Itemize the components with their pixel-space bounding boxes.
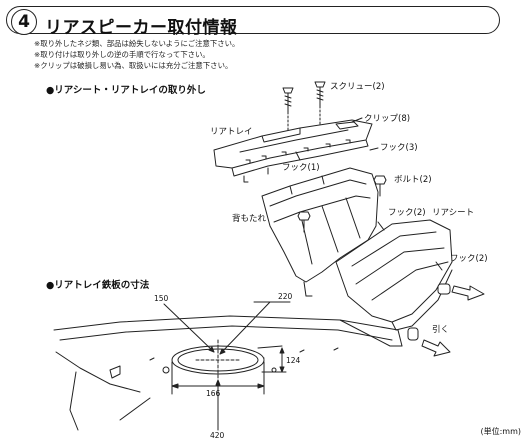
tray-steel-plate-illustration — [53, 301, 403, 431]
note-item: ※クリップは破損し易い為、取扱いには充分ご注意下さい。 — [34, 61, 233, 70]
label-hook-2b: フック(2) — [450, 254, 488, 264]
label-backrest: 背もたれ — [232, 214, 267, 224]
step-number-badge: 4 — [11, 9, 37, 35]
dimension-220: 220 — [278, 292, 293, 301]
label-rear-seat: リアシート — [432, 208, 475, 218]
page-title: リアスピーカー取付情報 — [45, 18, 238, 38]
label-pull: 引く — [432, 325, 450, 335]
removal-section-title: ●リアシート・リアトレイの取り外し — [46, 85, 206, 96]
unit-label: (単位:mm) — [480, 427, 521, 436]
note-item: ※取り外したネジ類、部品は紛失しないようにご注意下さい。 — [34, 39, 240, 48]
screw-icon — [282, 87, 294, 113]
screw-icon — [314, 81, 326, 107]
section-header: 4 リアスピーカー取付情報 — [6, 6, 500, 38]
note-item: ※取り付けは取り外しの逆の手順で行なって下さい。 — [34, 50, 210, 59]
pull-arrow-icon — [451, 285, 485, 301]
label-rear-tray: リアトレイ — [210, 127, 253, 137]
dimension-section-title: ●リアトレイ鉄板の寸法 — [46, 280, 150, 291]
label-hook-2a: フック(2) — [388, 208, 426, 218]
dimension-420: 420 — [210, 431, 225, 440]
dimension-124: 124 — [286, 356, 301, 365]
backrest-illustration — [261, 167, 379, 297]
bolt-icon — [373, 175, 387, 197]
bolt-icon — [297, 211, 311, 233]
label-bolt-2: ボルト(2) — [394, 175, 432, 185]
caution-notes: ※取り外したネジ類、部品は紛失しないようにご注意下さい。 ※取り付けは取り外しの… — [34, 38, 239, 71]
label-clip: クリップ(8) — [364, 114, 411, 124]
label-hook-3: フック(3) — [380, 143, 418, 153]
dimension-166: 166 — [206, 389, 221, 398]
dimension-150: 150 — [154, 294, 169, 303]
label-hook-1: フック(1) — [282, 163, 320, 173]
rear-tray-illustration — [213, 119, 373, 183]
pull-arrow-icon — [421, 339, 451, 357]
hook-icon — [437, 283, 451, 295]
label-screw: スクリュー(2) — [330, 82, 385, 92]
hook-icon — [407, 327, 419, 341]
